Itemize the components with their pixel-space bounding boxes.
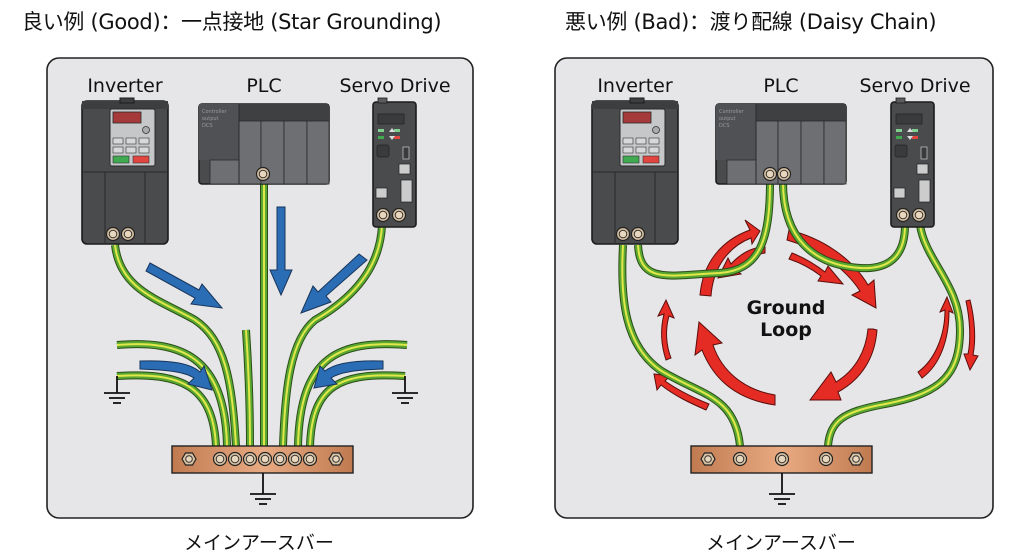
ground-wires-daisy-chain — [618, 181, 965, 447]
loop-arrow — [917, 295, 954, 379]
wire-mid-left — [242, 329, 254, 447]
plc-badge-line: DCS — [202, 123, 213, 129]
device-inverter — [81, 97, 169, 245]
loop-arrow — [694, 320, 776, 406]
plc-badge-line: output — [202, 116, 219, 122]
flow-arrow — [139, 360, 213, 391]
label-servo-drive: Servo Drive — [859, 75, 970, 97]
label-inverter: Inverter — [597, 75, 673, 97]
ground-loop-label-line2: Loop — [760, 319, 812, 341]
device-inverter — [591, 97, 679, 245]
device-servo-drive — [890, 97, 935, 228]
loop-arrow — [657, 298, 675, 361]
flow-arrow — [313, 360, 384, 389]
wire-left-upper — [116, 340, 231, 447]
loop-arrow — [809, 328, 878, 401]
flow-arrow — [300, 253, 368, 314]
panel-bad: Inverter PLC Servo Drive — [554, 57, 994, 519]
ground-wires-star — [111, 180, 408, 447]
flow-arrows-good — [139, 206, 384, 391]
wire-inverter — [111, 244, 240, 447]
label-plc: PLC — [246, 75, 281, 97]
wire-inverter-to-plc — [634, 181, 774, 280]
plc-badge-line: Controller — [202, 109, 228, 115]
wire-right-lower — [306, 371, 406, 447]
wire-servo-to-busbar — [824, 224, 965, 447]
wire-servo — [279, 224, 386, 447]
device-plc: Controller output DCS — [715, 103, 847, 185]
main-earth-busbar-bad — [690, 445, 873, 505]
title-good-example: 良い例 (Good)：一点接地 (Star Grounding) — [22, 10, 442, 34]
flow-arrow — [269, 206, 293, 297]
wire-left-lower — [116, 371, 220, 447]
loop-arrow — [963, 299, 979, 372]
device-servo-drive — [372, 97, 417, 228]
device-plc: Controller output DCS — [198, 103, 330, 185]
label-plc: PLC — [763, 75, 798, 97]
wire-inverter-to-busbar — [618, 244, 744, 447]
flow-arrow — [145, 262, 224, 309]
wire-right-upper — [294, 340, 408, 447]
plc-badge-line: output — [719, 116, 736, 122]
title-bad-example: 悪い例 (Bad)：渡り配線 (Daisy Chain) — [565, 10, 937, 34]
caption-main-earth-bar-bad: メインアースバー — [706, 532, 856, 554]
caption-main-earth-bar-good: メインアースバー — [184, 532, 334, 554]
loop-arrow — [788, 252, 845, 285]
panel-good: Inverter PLC Servo Drive — [46, 57, 474, 519]
ground-loop-label-line1: Ground — [747, 297, 826, 319]
label-inverter: Inverter — [87, 75, 163, 97]
wire-plc-to-servo — [779, 181, 909, 273]
main-earth-busbar-good — [171, 445, 354, 505]
plc-badge-line: DCS — [719, 123, 730, 129]
plc-badge-line: Controller — [719, 109, 745, 115]
label-servo-drive: Servo Drive — [339, 75, 450, 97]
